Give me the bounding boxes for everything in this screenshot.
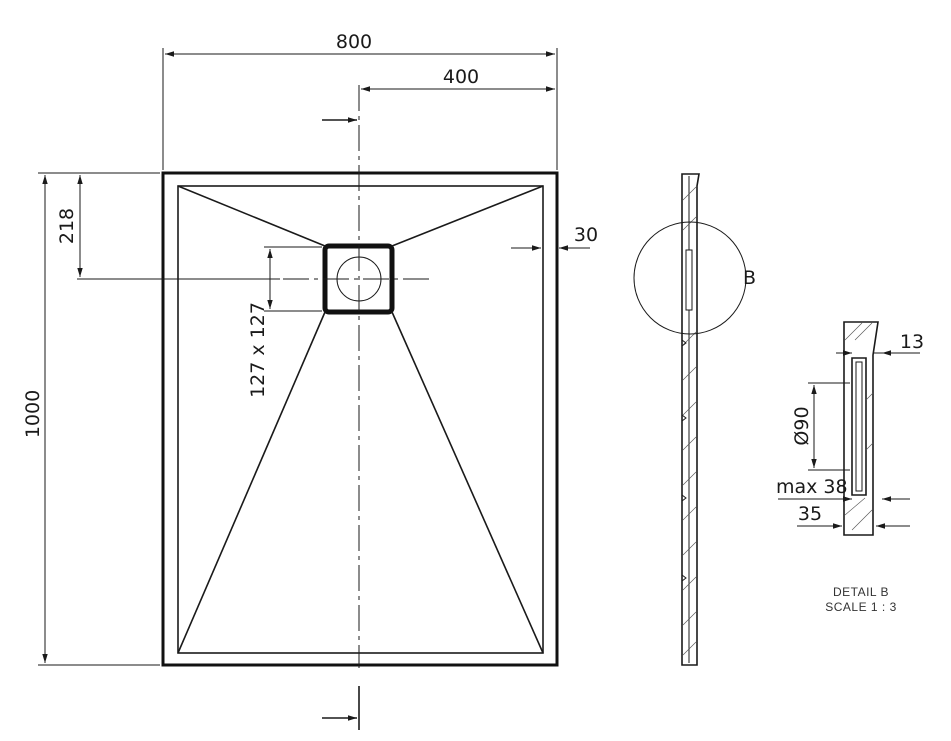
max-depth-label: max 38 <box>776 476 848 498</box>
tray-inner-rim <box>177 185 544 654</box>
rim-label: 30 <box>574 224 598 246</box>
detail-scale: SCALE 1 : 3 <box>825 600 897 614</box>
slope-line <box>391 311 544 654</box>
detail-b-circle <box>633 221 747 335</box>
length-label: 1000 <box>22 390 44 438</box>
drain-offset-label: 218 <box>56 208 78 244</box>
top-thickness-label: 13 <box>900 331 924 353</box>
half-width-label: 400 <box>443 66 479 88</box>
detail-hatching <box>844 322 874 531</box>
width-label: 800 <box>336 31 372 53</box>
drain-size-label: 127 x 127 <box>247 302 269 398</box>
detail-drain-inner <box>855 361 863 492</box>
slope-line <box>391 185 544 247</box>
side-hatching <box>682 186 697 656</box>
side-view: B <box>633 173 756 666</box>
detail-b-callout: B <box>743 267 756 289</box>
side-profile-inner <box>685 176 693 663</box>
base-label: 35 <box>798 503 822 525</box>
diameter-label: Ø90 <box>791 406 813 445</box>
top-view: 800 400 1000 218 127 x 127 30 <box>22 31 598 730</box>
tray-outline <box>161 171 559 667</box>
detail-drain-cavity <box>851 357 867 496</box>
slope-line <box>177 185 326 247</box>
detail-title: DETAIL B <box>833 585 889 599</box>
detail-profile <box>843 321 879 536</box>
side-profile <box>681 173 700 666</box>
slope-line <box>177 311 326 654</box>
detail-b: 13 Ø90 max 38 35 DETAIL B SCALE 1 : 3 <box>776 321 924 614</box>
